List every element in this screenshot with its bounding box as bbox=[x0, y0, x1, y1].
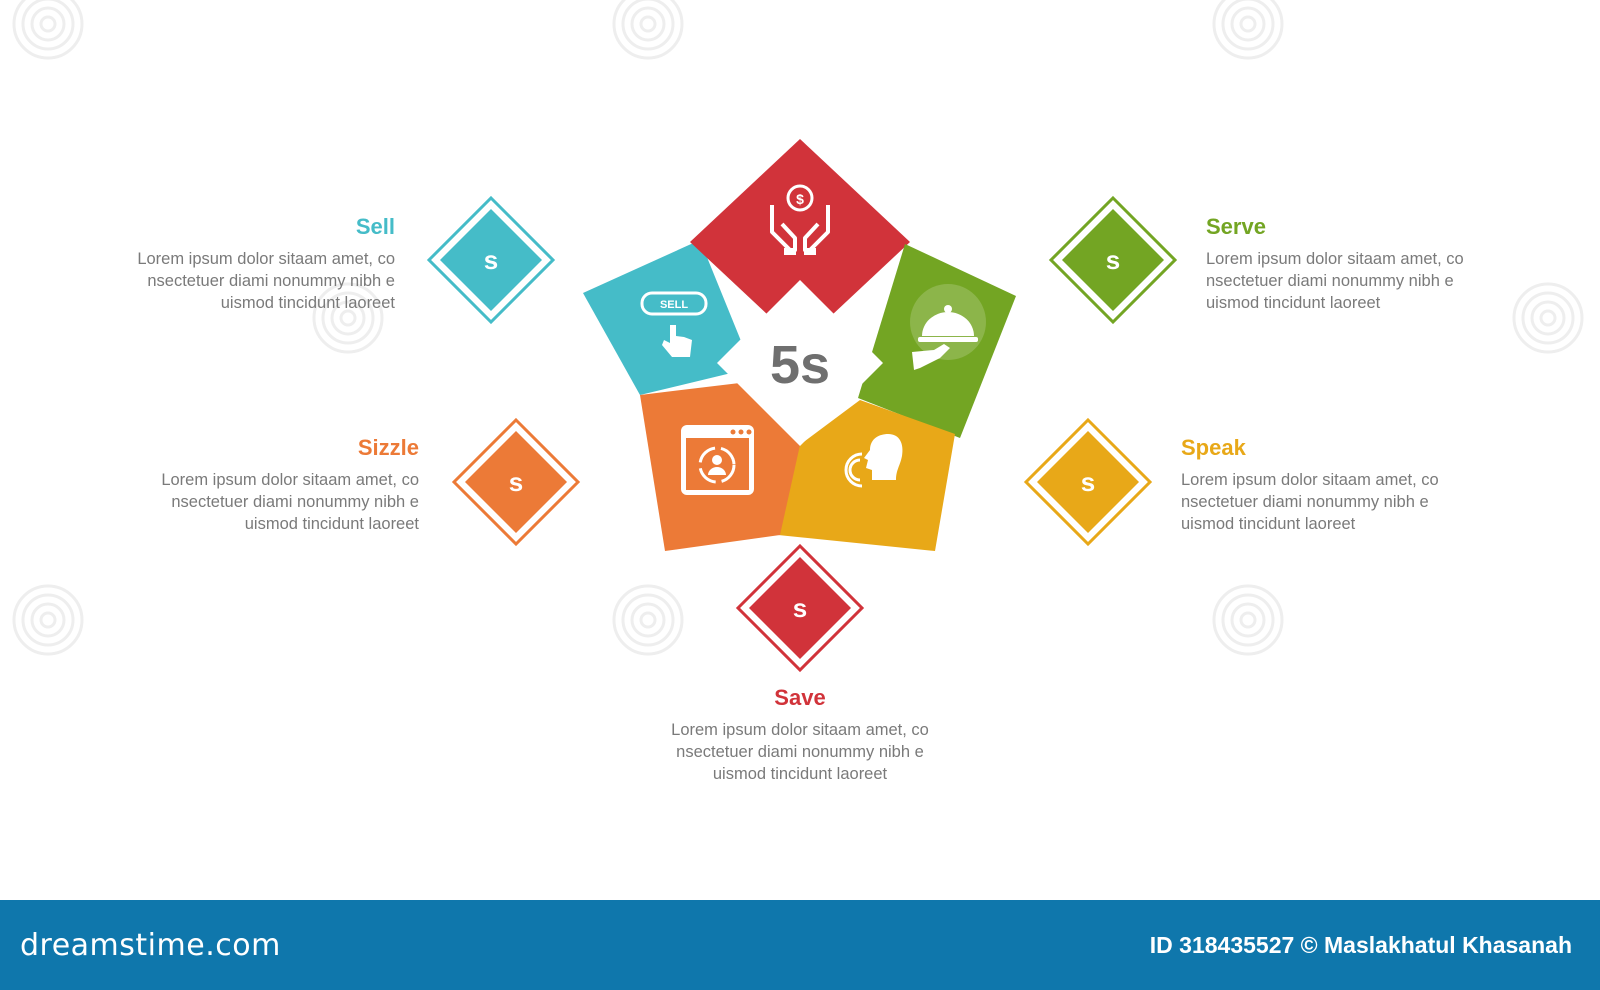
badge-save: s bbox=[735, 543, 865, 673]
item-speak: Speak Lorem ipsum dolor sitaam amet, co … bbox=[1181, 435, 1471, 535]
desc-line: uismod tincidunt laoreet bbox=[1206, 294, 1381, 312]
desc-line: nsectetuer diami nonummy nibh e bbox=[676, 743, 924, 761]
desc-line: Lorem ipsum dolor sitaam amet, co bbox=[671, 721, 929, 739]
desc-line: nsectetuer diami nonummy nibh e bbox=[147, 272, 395, 290]
item-title-serve: Serve bbox=[1206, 214, 1266, 239]
badge-sell: s bbox=[426, 195, 556, 325]
item-desc-serve: Lorem ipsum dolor sitaam amet, co nsecte… bbox=[1206, 248, 1496, 314]
item-title-save: Save bbox=[774, 685, 826, 710]
item-desc-sell: Lorem ipsum dolor sitaam amet, co nsecte… bbox=[105, 248, 395, 314]
desc-line: Lorem ipsum dolor sitaam amet, co bbox=[1181, 471, 1439, 489]
item-sell: Sell Lorem ipsum dolor sitaam amet, co n… bbox=[105, 214, 395, 314]
desc-line: Lorem ipsum dolor sitaam amet, co bbox=[161, 471, 419, 489]
sell-icon-text: SELL bbox=[660, 299, 688, 311]
pentagon-segments bbox=[583, 139, 1016, 551]
item-serve: Serve Lorem ipsum dolor sitaam amet, co … bbox=[1206, 214, 1496, 314]
badge-letter: s bbox=[484, 245, 498, 275]
desc-line: nsectetuer diami nonummy nibh e bbox=[1206, 272, 1454, 290]
pentagon-5s-diagram: 5s $ SELL bbox=[12, 0, 1584, 673]
badge-serve: s bbox=[1048, 195, 1178, 325]
desc-line: uismod tincidunt laoreet bbox=[712, 765, 888, 783]
image-credit: ID 318435527 © Maslakhatul Khasanah bbox=[1149, 932, 1572, 958]
s-badges: s s s s s bbox=[426, 195, 1178, 673]
desc-line: nsectetuer diami nonummy nibh e bbox=[171, 493, 419, 511]
segment-speak bbox=[778, 400, 955, 551]
segment-save bbox=[690, 139, 910, 345]
badge-letter: s bbox=[509, 467, 523, 497]
item-save: Save Lorem ipsum dolor sitaam amet, co n… bbox=[655, 685, 945, 785]
item-desc-sizzle: Lorem ipsum dolor sitaam amet, co nsecte… bbox=[129, 469, 419, 535]
desc-line: uismod tincidunt laoreet bbox=[220, 294, 395, 312]
item-desc-speak: Lorem ipsum dolor sitaam amet, co nsecte… bbox=[1181, 469, 1471, 535]
segment-sell bbox=[583, 240, 752, 395]
serve-cloche-hand-icon bbox=[910, 284, 986, 370]
item-title-speak: Speak bbox=[1181, 435, 1246, 460]
item-desc-save: Lorem ipsum dolor sitaam amet, co nsecte… bbox=[655, 719, 945, 785]
sizzle-browser-user-icon bbox=[681, 425, 754, 495]
desc-line: uismod tincidunt laoreet bbox=[244, 515, 419, 533]
svg-text:$: $ bbox=[796, 191, 804, 207]
item-title-sell: Sell bbox=[355, 214, 395, 239]
badge-speak: s bbox=[1023, 417, 1153, 547]
center-diamond: 5s bbox=[717, 280, 883, 446]
desc-line: nsectetuer diami nonummy nibh e bbox=[1181, 493, 1429, 511]
footer-bar: dreamstime.com ID 318435527 © Maslakhatu… bbox=[0, 900, 1600, 990]
badge-letter: s bbox=[1081, 467, 1095, 497]
speak-head-icon bbox=[844, 434, 903, 488]
center-label: 5s bbox=[770, 335, 830, 395]
badge-letter: s bbox=[793, 593, 807, 623]
item-title-sizzle: Sizzle bbox=[357, 435, 419, 460]
badge-sizzle: s bbox=[451, 417, 581, 547]
brand-logo[interactable]: dreamstime.com bbox=[20, 928, 281, 963]
item-sizzle: Sizzle Lorem ipsum dolor sitaam amet, co… bbox=[129, 435, 419, 535]
desc-line: Lorem ipsum dolor sitaam amet, co bbox=[137, 250, 395, 268]
desc-line: Lorem ipsum dolor sitaam amet, co bbox=[1206, 250, 1464, 268]
sell-button-hand-icon: SELL bbox=[640, 291, 708, 357]
badge-letter: s bbox=[1106, 245, 1120, 275]
desc-line: uismod tincidunt laoreet bbox=[1181, 515, 1356, 533]
infographic-stage: 5s $ SELL bbox=[12, 0, 1584, 785]
save-hands-coin-icon: $ bbox=[770, 184, 830, 255]
